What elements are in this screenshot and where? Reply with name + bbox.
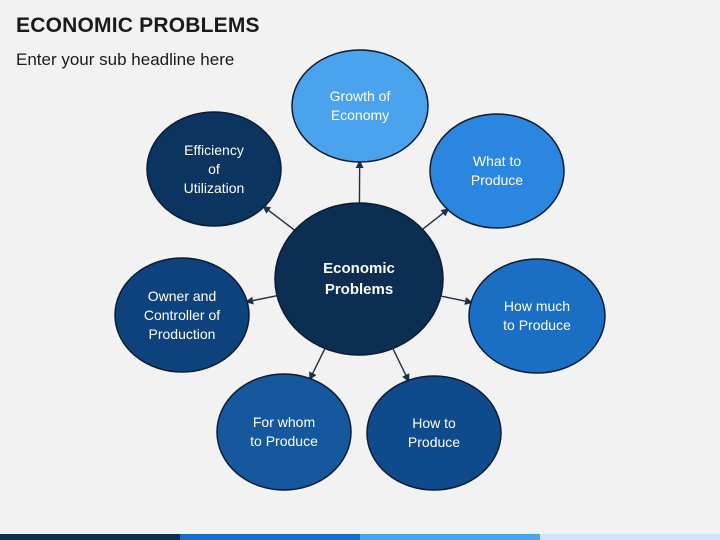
node-what-to-produce [429,113,565,229]
node-growth-of-economy [291,49,429,163]
footer-segment [0,534,180,540]
connector-arrow-what-to-produce [422,208,450,230]
node-for-whom-to-produce [216,373,352,491]
footer-segment [540,534,720,540]
connector-arrow-how-to-produce [392,348,410,383]
footer-segment [360,534,540,540]
node-efficiency-of-utilization [146,111,282,227]
page-subtitle: Enter your sub headline here [16,50,235,69]
node-how-much-to-produce [468,258,606,374]
center-node [274,202,444,356]
page-title: ECONOMIC PROBLEMS [16,14,260,37]
connector-arrow-efficiency-of-utilization [262,205,296,231]
connector-arrow-for-whom-to-produce [309,348,326,381]
footer-segment [180,534,360,540]
connector-arrow-how-much-to-produce [440,295,473,305]
connector-arrow-owner-and-controller-of-production [245,294,278,305]
footer-color-bar [0,534,720,540]
node-how-to-produce [366,375,502,491]
node-owner-and-controller-of-production [114,257,250,373]
